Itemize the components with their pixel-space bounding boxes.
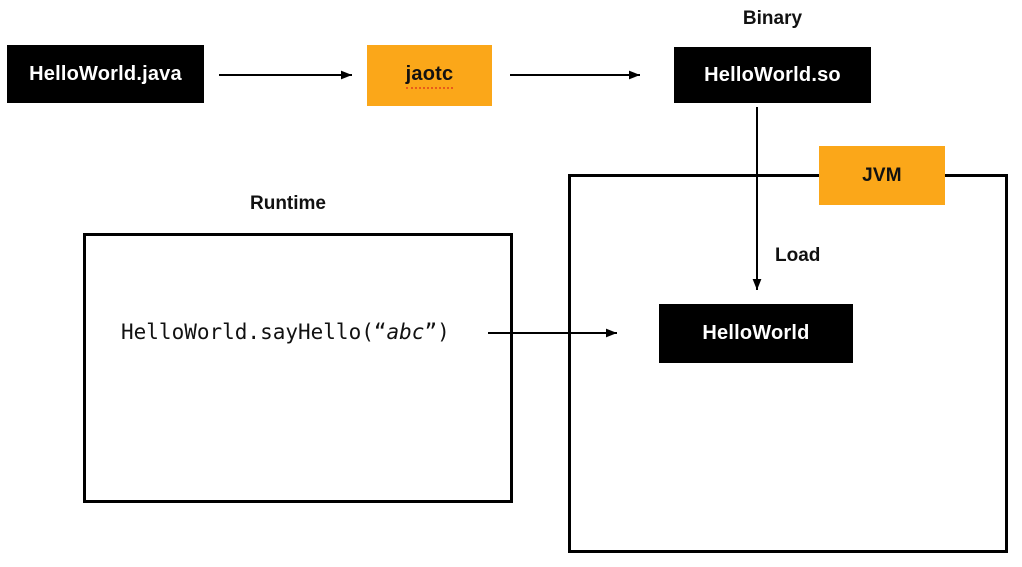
jvm-tag-node: JVM xyxy=(819,146,945,205)
runtime-caption: Runtime xyxy=(250,193,326,214)
runtime-call-text: HelloWorld.sayHello(“abc”) xyxy=(121,320,450,344)
source-file-label: HelloWorld.java xyxy=(29,62,182,85)
binary-caption: Binary xyxy=(742,8,803,29)
runtime-call-suffix: ”) xyxy=(424,320,450,344)
source-file-node: HelloWorld.java xyxy=(7,45,204,103)
runtime-call-prefix: HelloWorld.sayHello(“ xyxy=(121,320,387,344)
binary-node: HelloWorld.so xyxy=(674,47,871,103)
loaded-class-label: HelloWorld xyxy=(702,322,810,344)
binary-label: HelloWorld.so xyxy=(704,63,841,86)
loaded-class-node: HelloWorld xyxy=(659,304,853,363)
jvm-container-box xyxy=(568,174,1008,553)
jaotc-compiler-label: jaotc xyxy=(405,63,454,89)
jvm-tag-label: JVM xyxy=(862,164,902,186)
runtime-call-arg: abc xyxy=(386,320,425,344)
jaotc-compiler-node: jaotc xyxy=(367,45,492,106)
load-caption: Load xyxy=(775,245,821,266)
runtime-container-box xyxy=(83,233,513,503)
